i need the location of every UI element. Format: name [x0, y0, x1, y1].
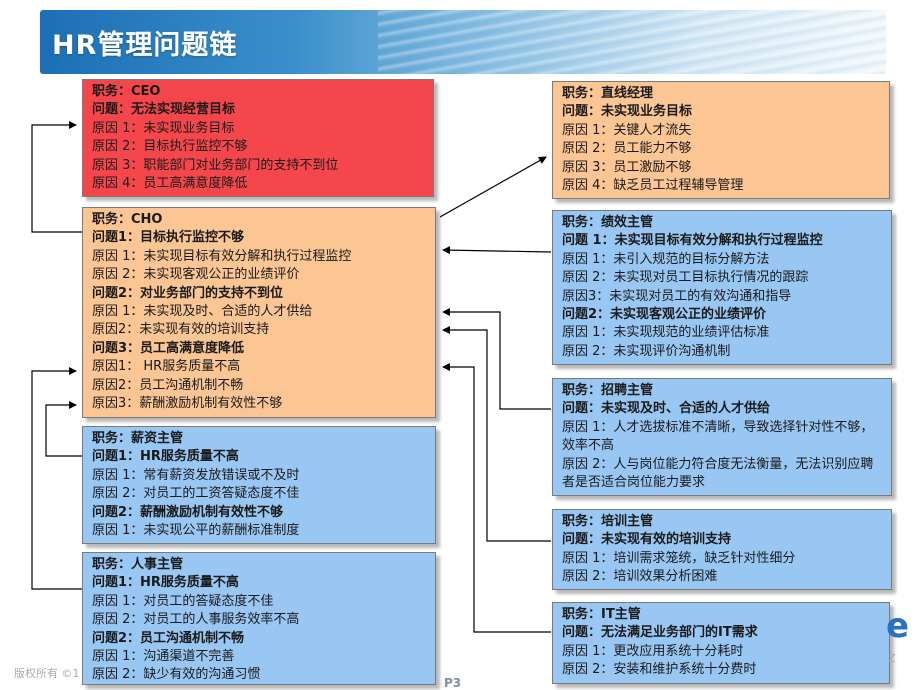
problem-label: 问题：无法满足业务部门的IT需求: [562, 625, 758, 641]
reason-item: 原因 1：未实现规范的业绩评估标准: [562, 325, 770, 341]
box-line-manager: 职务：直线经理 问题：未实现业务目标 原因 1：关键人才流失 原因 2：员工能力…: [552, 81, 890, 199]
problem-label: 问题2：未实现客观公正的业绩评价: [562, 307, 767, 323]
reason-item: 原因 1：对员工的答疑态度不佳: [92, 593, 274, 609]
role-label: 职务：CEO: [92, 84, 161, 99]
problem-label: 问题2：对业务部门的支持不到位: [92, 285, 284, 301]
role-label: 职务：薪资主管: [92, 431, 184, 446]
reason-item: 原因 1：关键人才流失: [562, 122, 692, 138]
reason-item: 原因 2：未实现评价沟通机制: [562, 343, 731, 359]
page-title: HR管理问题链: [52, 30, 238, 61]
box-salary-manager: 职务：薪资主管 问题1：HR服务质量不高 原因 1：常有薪资发放错误或不及时 原…: [82, 426, 436, 544]
reason-item: 原因2：员工沟通机制不畅: [92, 377, 244, 393]
problem-label: 问题：未实现及时、合适的人才供给: [562, 401, 771, 417]
reason-item: 原因 1：未实现目标有效分解和执行过程监控: [92, 248, 352, 264]
role-label: 职务：培训主管: [562, 514, 654, 529]
box-personnel-manager: 职务：人事主管 问题1：HR服务质量不高 原因 1：对员工的答疑态度不佳 原因 …: [82, 552, 436, 685]
reason-item: 原因 4：缺乏员工过程辅导管理: [562, 178, 744, 194]
box-recruitment-manager: 职务：招聘主管 问题：未实现及时、合适的人才供给 原因 1：人才选拔标准不清晰，…: [552, 378, 892, 496]
problem-label: 问题：无法实现经营目标: [92, 102, 236, 118]
problem-label: 问题2：员工沟通机制不畅: [92, 630, 245, 646]
reason-item: 原因 1：培训需求笼统，缺乏针对性细分: [562, 550, 796, 566]
connector-personnel-to-cho: [31, 367, 82, 590]
problem-label: 问题1：HR服务质量不高: [92, 575, 239, 591]
title-banner: HR管理问题链: [40, 10, 886, 74]
logo-fragment: e: [886, 606, 910, 646]
reason-item: 原因3：未实现对员工的有效沟通和指导: [562, 288, 792, 304]
problem-label: 问题 1：未实现目标有效分解和执行过程监控: [562, 233, 823, 249]
connector-recruit-to-cho: [442, 308, 551, 410]
connector-cho-to-ceo: [31, 121, 82, 233]
reason-item: 原因 1：未实现业务目标: [92, 120, 235, 136]
problem-label: 问题1：目标执行监控不够: [92, 230, 245, 246]
connector-performance-to-cho: [442, 246, 552, 255]
reason-item: 原因 2：目标执行监控不够: [92, 139, 248, 155]
reason-item: 原因 1：更改应用系统十分耗时: [562, 643, 744, 659]
box-ceo: 职务：CEO 问题：无法实现经营目标 原因 1：未实现业务目标 原因 2：目标执…: [82, 79, 434, 197]
reason-item: 原因 4：员工高满意度降低: [92, 176, 248, 192]
reason-item: 原因 2：培训效果分析困难: [562, 569, 718, 585]
reason-item: 原因 3：职能部门对业务部门的支持不到位: [92, 157, 339, 173]
reason-item: 原因 1：未引入规范的目标分解方法: [562, 251, 770, 267]
reason-item: 原因 1：沟通渠道不完善: [92, 649, 235, 665]
role-label: 职务：人事主管: [92, 557, 184, 572]
connector-training-to-cho: [442, 326, 551, 542]
reason-item: 原因 2：员工能力不够: [562, 141, 692, 157]
reason-item: 原因 2：对员工的工资答疑态度不佳: [92, 486, 300, 502]
logo-sub-fragment: Z: [888, 652, 896, 665]
role-label: 职务：IT主管: [562, 607, 641, 622]
copyright-text: 版权所有 ©1: [14, 667, 80, 680]
reason-item: 原因 1：常有薪资发放错误或不及时: [92, 467, 300, 483]
problem-label: 问题3：员工高满意度降低: [92, 340, 245, 356]
connector-salary-to-cho: [45, 401, 82, 457]
page-number: P3: [444, 676, 462, 690]
reason-item: 原因 3：员工激励不够: [562, 159, 692, 175]
problem-label: 问题：未实现有效的培训支持: [562, 532, 732, 548]
reason-item: 原因2：未实现有效的培训支持: [92, 322, 270, 338]
reason-item: 原因 2：缺少有效的沟通习惯: [92, 667, 261, 683]
reason-item: 原因 1：未实现公平的薪酬标准制度: [92, 523, 300, 539]
reason-item: 原因 1：人才选拔标准不清晰，导致选择针对性不够，效率不高: [562, 419, 874, 454]
box-cho: 职务：CHO 问题1：目标执行监控不够 原因 1：未实现目标有效分解和执行过程监…: [82, 207, 436, 418]
box-training-manager: 职务：培训主管 问题：未实现有效的培训支持 原因 1：培训需求笼统，缺乏针对性细…: [552, 509, 892, 590]
reason-item: 原因 2：未实现对员工目标执行情况的跟踪: [562, 270, 809, 286]
role-label: 职务：CHO: [92, 212, 163, 227]
problem-label: 问题1：HR服务质量不高: [92, 449, 239, 465]
role-label: 职务：绩效主管: [562, 215, 654, 230]
reason-item: 原因1： HR服务质量不高: [92, 359, 241, 375]
box-it-manager: 职务：IT主管 问题：无法满足业务部门的IT需求 原因 1：更改应用系统十分耗时…: [552, 602, 890, 684]
role-label: 职务：直线经理: [562, 86, 654, 101]
reason-item: 原因 2：未实现客观公正的业绩评价: [92, 267, 300, 283]
problem-label: 问题：未实现业务目标: [562, 104, 693, 120]
reason-item: 原因 2：人与岗位能力符合度无法衡量，无法识别应聘者是否适合岗位能力要求: [562, 456, 874, 491]
reason-item: 原因 1：未实现及时、合适的人才供给: [92, 304, 313, 320]
reason-item: 原因3：薪酬激励机制有效性不够: [92, 396, 283, 412]
reason-item: 原因 2：安装和维护系统十分费时: [562, 662, 757, 678]
box-performance-manager: 职务：绩效主管 问题 1：未实现目标有效分解和执行过程监控 原因 1：未引入规范…: [552, 210, 892, 365]
connector-cho-to-line-manager: [439, 156, 547, 218]
reason-item: 原因 2：对员工的人事服务效率不高: [92, 612, 300, 628]
role-label: 职务：招聘主管: [562, 383, 654, 398]
connector-it-to-cho: [442, 363, 551, 633]
problem-label: 问题2：薪酬激励机制有效性不够: [92, 504, 284, 520]
